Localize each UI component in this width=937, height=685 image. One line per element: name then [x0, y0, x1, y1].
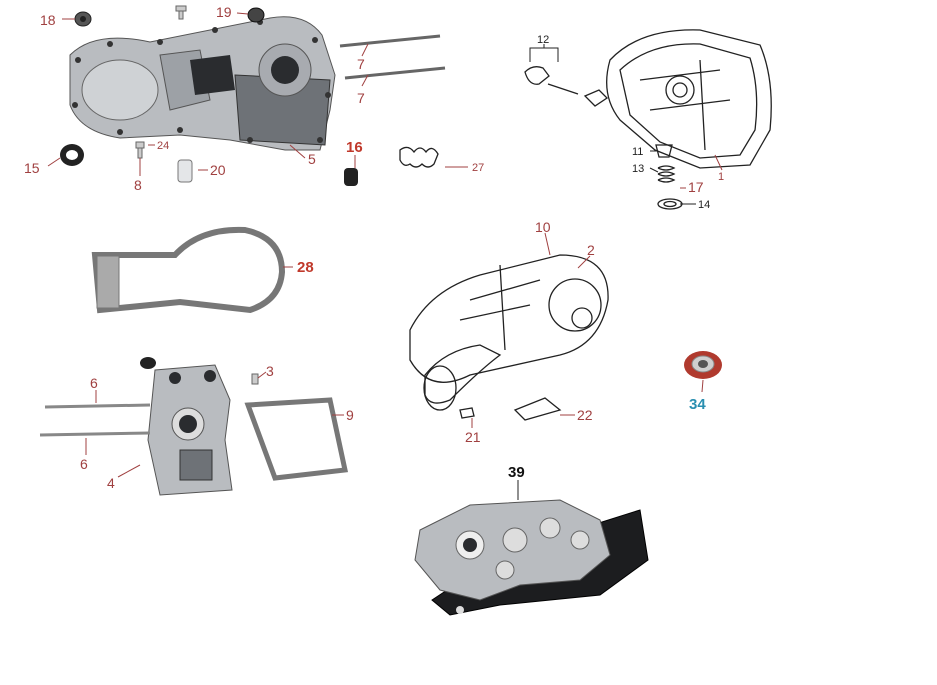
screw-top	[175, 5, 187, 20]
part-3-bolt	[251, 373, 259, 385]
left-crankcase-photo	[69, 16, 336, 151]
label-5: 5	[308, 151, 316, 167]
label-39: 39	[508, 464, 525, 481]
label-7b: 7	[357, 90, 365, 106]
label-13: 13	[632, 163, 644, 175]
label-20: 20	[210, 162, 226, 178]
label-28: 28	[297, 259, 314, 276]
part-24-bolt	[135, 141, 145, 159]
part-39-crankcase-photo	[414, 499, 649, 616]
leader-lines	[47, 12, 723, 500]
part-15-oil-seal	[60, 144, 84, 166]
label-4: 4	[107, 475, 115, 491]
label-15: 15	[24, 160, 40, 176]
part-6-studs	[39, 403, 151, 437]
label-27: 27	[472, 162, 484, 174]
label-12: 12	[537, 34, 549, 46]
label-3: 3	[266, 363, 274, 379]
label-17: 17	[688, 179, 704, 195]
label-19: 19	[216, 4, 232, 20]
part-20-dowel	[177, 159, 193, 183]
part-9-gasket	[244, 397, 349, 481]
label-21: 21	[465, 429, 481, 445]
part-34-bearing	[684, 351, 722, 379]
callout-labels: 18 19 15 24 8 20 5 7 7 16 27 12 11 13 17…	[24, 4, 724, 491]
part-16-rubber	[344, 168, 358, 186]
label-18: 18	[40, 12, 56, 28]
label-22: 22	[577, 407, 593, 423]
label-7a: 7	[357, 56, 365, 72]
label-2: 2	[587, 242, 595, 258]
label-16: 16	[346, 139, 363, 156]
part-19-bush	[247, 7, 265, 23]
part-7-studs	[339, 34, 446, 80]
label-8: 8	[134, 177, 142, 193]
label-6b: 6	[80, 456, 88, 472]
label-24: 24	[157, 140, 169, 152]
right-crankcase-sketch	[524, 29, 772, 169]
part-4-crankcase-half	[140, 357, 233, 496]
label-34: 34	[689, 396, 706, 413]
part-28-gasket	[91, 226, 286, 314]
label-6a: 6	[90, 375, 98, 391]
label-1: 1	[718, 171, 724, 183]
transmission-cover-sketch	[409, 254, 609, 421]
label-10: 10	[535, 219, 551, 235]
label-14: 14	[698, 199, 710, 211]
part-18-bush	[74, 11, 92, 27]
drain-plug-stack	[655, 144, 683, 210]
label-11: 11	[632, 146, 643, 158]
part-27-clip	[399, 146, 439, 168]
label-9: 9	[346, 407, 354, 423]
